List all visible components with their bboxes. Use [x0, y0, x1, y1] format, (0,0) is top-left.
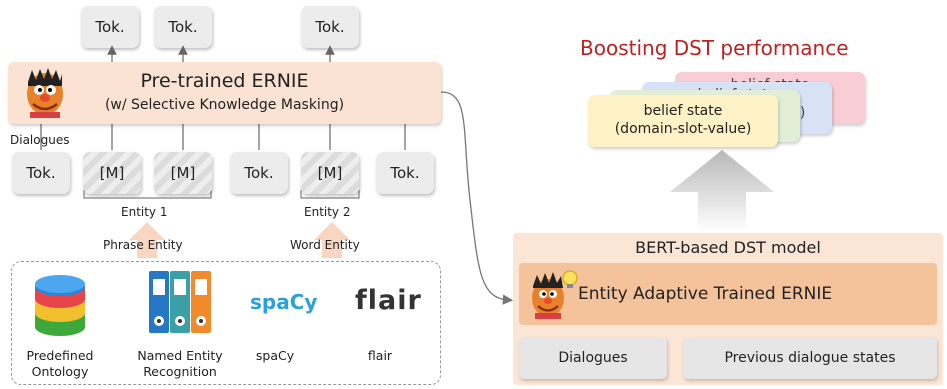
input-token-2: Tok.	[230, 152, 288, 194]
boosting-title: Boosting DST performance	[580, 36, 849, 60]
ernie-character-icon	[27, 68, 63, 118]
ernie-subtitle: (w/ Selective Knowledge Masking)	[104, 97, 345, 113]
source-label-spacy: spaCy	[255, 348, 295, 363]
input-token-3: Tok.	[376, 152, 434, 194]
entity-adaptive-ernie-box	[519, 263, 937, 325]
flair-logo-icon: flair	[355, 285, 422, 316]
entity-1-label: Entity 1	[121, 205, 168, 219]
masked-token-2: [M]	[154, 152, 212, 194]
dst-input-previous-states: Previous dialogue states	[683, 337, 937, 379]
dst-model-title: BERT-based DST model	[635, 238, 821, 257]
input-token-1: Tok.	[12, 152, 70, 194]
masked-token-3: [M]	[301, 152, 359, 194]
binder-folders-icon	[149, 271, 211, 333]
belief-card-front: belief state (domain-slot-value)	[588, 95, 778, 147]
source-label-flair: flair	[367, 348, 393, 363]
ernie-lightbulb-icon	[532, 270, 578, 319]
dialogues-label: Dialogues	[10, 133, 70, 147]
entity-2-label: Entity 2	[304, 205, 351, 219]
pretrained-ernie-box: Pre-trained ERNIE (w/ Selective Knowledg…	[8, 62, 441, 124]
output-token-1: Tok.	[81, 6, 139, 48]
output-token-3: Tok.	[301, 6, 359, 48]
ernie-title: Pre-trained ERNIE	[140, 70, 309, 92]
spacy-logo-icon: spaCy	[250, 290, 318, 314]
entity-adaptive-ernie-label: Entity Adaptive Trained ERNIE	[578, 284, 833, 304]
ontology-database-icon	[35, 275, 85, 336]
knowledge-sources-box	[11, 261, 441, 385]
masked-token-1: [M]	[83, 152, 141, 194]
dst-input-dialogues: Dialogues	[519, 337, 667, 379]
phrase-entity-label: Phrase Entity	[103, 238, 183, 252]
output-token-2: Tok.	[154, 6, 212, 48]
word-entity-label: Word Entity	[290, 238, 360, 252]
